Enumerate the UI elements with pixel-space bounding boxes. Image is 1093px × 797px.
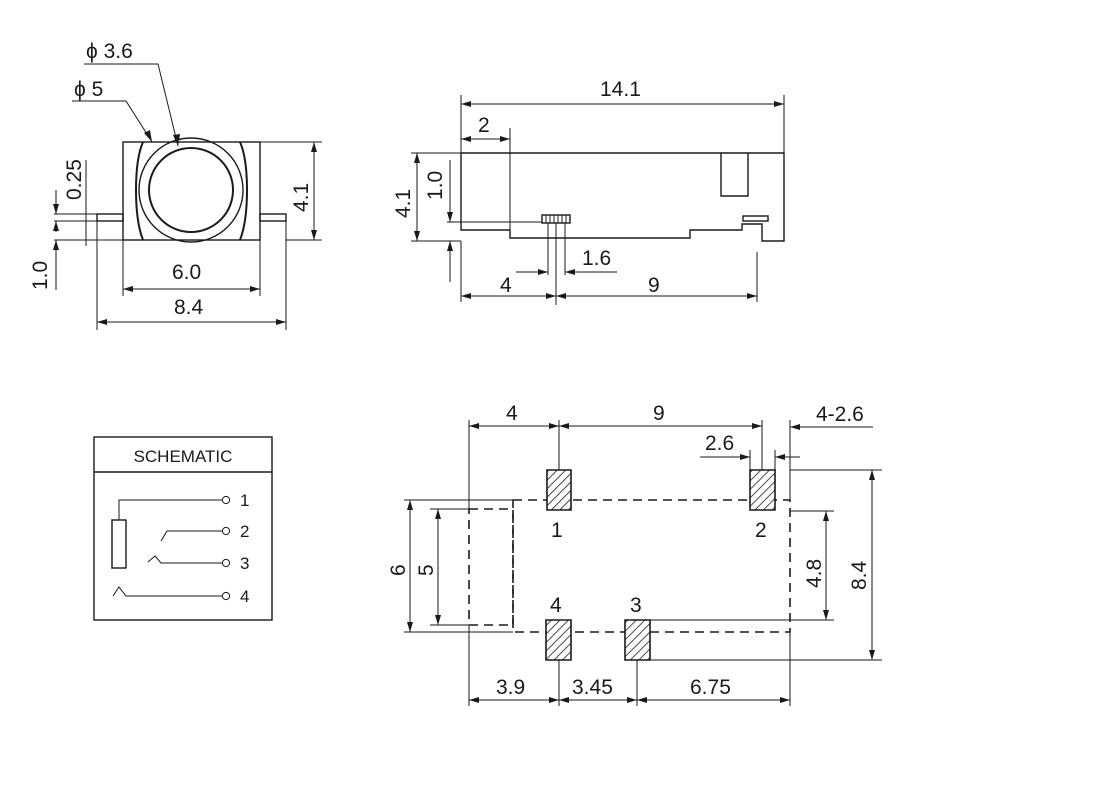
label-side-height: 4.1: [392, 189, 415, 218]
schematic-pin-4: 4: [240, 587, 249, 606]
pad-2: [749, 469, 776, 511]
side-body: [460, 152, 785, 242]
side-clip: [720, 153, 749, 197]
label-side-pin: 1.6: [582, 247, 611, 270]
front-bezel: [134, 141, 249, 241]
label-fp-right-inner: 4.8: [803, 559, 826, 588]
label-fp-bottom-b: 3.45: [572, 676, 613, 699]
schematic-terminal-2: [221, 526, 231, 536]
pad-label-2: 2: [755, 519, 767, 542]
pad-4: [545, 619, 572, 661]
schematic-pin-3: 3: [240, 554, 249, 573]
label-side-inner: 1.0: [424, 171, 447, 200]
label-side-length: 14.1: [600, 78, 641, 101]
label-phi-outer: ϕ 5: [74, 78, 103, 101]
schematic-title: SCHEMATIC: [134, 447, 233, 466]
label-fp-left-outer: 6: [387, 564, 410, 576]
label-fp-pad-gap: 2.6: [705, 432, 734, 455]
schematic-terminal-3: [221, 558, 231, 568]
leader-phi-inner: [84, 63, 179, 147]
label-fp-right-outer: 8.4: [848, 560, 871, 590]
label-phi-inner: ϕ 3.6: [86, 40, 133, 63]
label-side-a: 4: [500, 274, 512, 297]
label-fp-pad-width: 4-2.6: [816, 403, 864, 426]
pad-3: [624, 619, 651, 661]
side-view: 14.1 2 4.1 1.0 1.6 4: [392, 78, 785, 305]
label-fp-bottom-a: 3.9: [496, 676, 525, 699]
schematic-spring: [111, 519, 127, 569]
pad-1: [546, 469, 572, 511]
label-thickness: 0.25: [63, 159, 86, 200]
pad-label-4: 4: [550, 594, 562, 617]
label-side-b: 9: [648, 274, 660, 297]
schematic-box: SCHEMATIC 1 2 3 4: [93, 436, 273, 621]
label-front-height: 4.1: [290, 183, 313, 212]
label-fp-left-inner: 5: [415, 564, 438, 576]
footprint-plug-outline: [468, 508, 514, 626]
label-fp-bottom-c: 6.75: [690, 676, 731, 699]
outer-circle: [138, 137, 244, 243]
inner-circle: [148, 147, 234, 233]
label-width: 6.0: [172, 261, 201, 284]
front-body: [122, 141, 261, 241]
schematic-pin-1: 1: [240, 491, 249, 510]
label-side-front: 2: [478, 114, 490, 137]
footprint-view: 1 2 3 4 4 9 4-2.6 2.6: [387, 402, 882, 706]
front-tab-left: [96, 213, 124, 222]
schematic-terminal-4: [221, 591, 231, 601]
schematic-terminal-1: [221, 495, 231, 505]
label-total-width: 8.4: [174, 296, 204, 319]
label-fp-top-a: 4: [506, 402, 518, 425]
schematic-pin-2: 2: [240, 522, 249, 541]
pad-label-1: 1: [551, 519, 563, 542]
label-offset: 1.0: [29, 261, 52, 290]
front-tab-right: [259, 213, 287, 222]
footprint-body-outline: [512, 499, 791, 633]
pad-label-3: 3: [630, 594, 642, 617]
front-view: ϕ 3.6 ϕ 5 0.25 1.0 4.1 6.0: [29, 40, 322, 330]
label-fp-top-b: 9: [653, 402, 665, 425]
leader-phi-outer: [72, 100, 153, 143]
